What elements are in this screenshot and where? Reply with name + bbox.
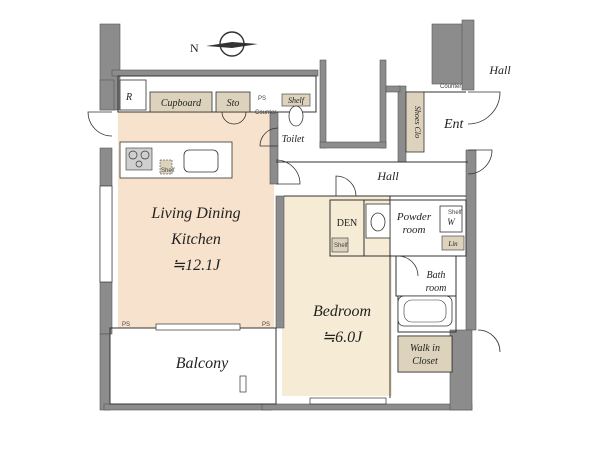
door-arc-toilet — [259, 127, 279, 147]
walk-in-closet-box — [397, 335, 453, 373]
door-arc-balcony — [477, 329, 501, 353]
toilet-label: Toilet — [282, 134, 305, 145]
ldk-label-line2: Kitchen — [170, 231, 221, 248]
compass-north-label: N — [190, 41, 199, 55]
refrigerator-label: R — [125, 92, 132, 103]
washer-label: W — [447, 217, 456, 227]
compass-needle — [206, 42, 258, 48]
den-shelf-label: Shelf — [334, 243, 348, 249]
bedroom-area: ≒6.0J — [322, 329, 363, 346]
door-arc-bedroom — [335, 175, 357, 197]
bathtub-inner — [403, 299, 447, 323]
windows — [99, 185, 387, 405]
ldk-area: ≒12.1J — [172, 257, 221, 274]
fixtures — [119, 79, 465, 373]
compass: N — [190, 31, 258, 57]
door-arc-entrance — [467, 91, 501, 125]
hall-floor — [276, 162, 468, 196]
shoes-closet-label: Shoes Clo — [413, 106, 422, 138]
door-arc-ldk-left — [87, 111, 113, 137]
toilet-bowl — [288, 105, 304, 127]
shoes-closet-box — [405, 91, 425, 153]
linen-box — [441, 235, 465, 251]
doors — [87, 91, 501, 353]
ps-top-label: PS — [258, 96, 266, 102]
toilet-shelf-label: Shelf — [288, 96, 306, 105]
den-label: DEN — [337, 218, 358, 229]
door-arc-bath — [397, 255, 419, 277]
burner-1 — [128, 150, 138, 160]
linen-label: Lin — [447, 240, 458, 248]
hall-center-label: Hall — [376, 169, 399, 183]
powder-shelf-label: Shelf — [448, 210, 462, 216]
door-arc-storage-2 — [233, 111, 247, 125]
burner-3 — [135, 160, 143, 168]
walk-in-closet-label-line2: Closet — [412, 356, 438, 367]
burner-2 — [140, 150, 150, 160]
ldk-label-line1: Living Dining — [150, 205, 240, 222]
storage-box — [215, 91, 251, 113]
balcony-label: Balcony — [176, 355, 229, 372]
cupboard-box — [149, 91, 213, 113]
powder-room-label-line1: Powder — [396, 211, 432, 223]
ps-bottom-mid-label: PS — [262, 322, 270, 328]
door-arc-hall-left — [275, 159, 301, 185]
entrance-label: Ent — [443, 117, 465, 132]
den-shelf-box — [331, 237, 349, 253]
cupboard-label: Cupboard — [161, 98, 202, 109]
balcony-floor — [110, 338, 266, 404]
walls — [99, 19, 477, 411]
bedroom-floor-ext — [282, 255, 392, 396]
walk-in-closet-label-line1: Walk in — [410, 343, 440, 354]
kitchen-shelf-box — [159, 159, 173, 175]
entrance-counter-label: Counter — [440, 84, 461, 90]
hall-outside-label: Hall — [488, 63, 511, 77]
bath-room-label-line1: Bath — [427, 270, 446, 281]
washer-box — [439, 205, 463, 233]
toilet-counter-label: Counter — [255, 110, 276, 116]
powder-room-label-line2: room — [403, 224, 426, 236]
kitchen-shelf-label: Shelf — [161, 168, 175, 174]
bath-room-label-line2: room — [426, 283, 447, 294]
bathtub — [397, 295, 453, 327]
stove — [125, 147, 153, 171]
storage-label: Sto — [227, 98, 240, 109]
door-arc-hall-right — [467, 149, 493, 175]
bedroom-label: Bedroom — [313, 303, 371, 320]
refrigerator-box — [119, 79, 147, 111]
washbasin — [370, 212, 386, 232]
door-arc-storage-1 — [221, 111, 235, 125]
ps-bottom-left-label: PS — [122, 322, 130, 328]
kitchen-sink — [183, 149, 219, 173]
vanity — [365, 203, 391, 239]
